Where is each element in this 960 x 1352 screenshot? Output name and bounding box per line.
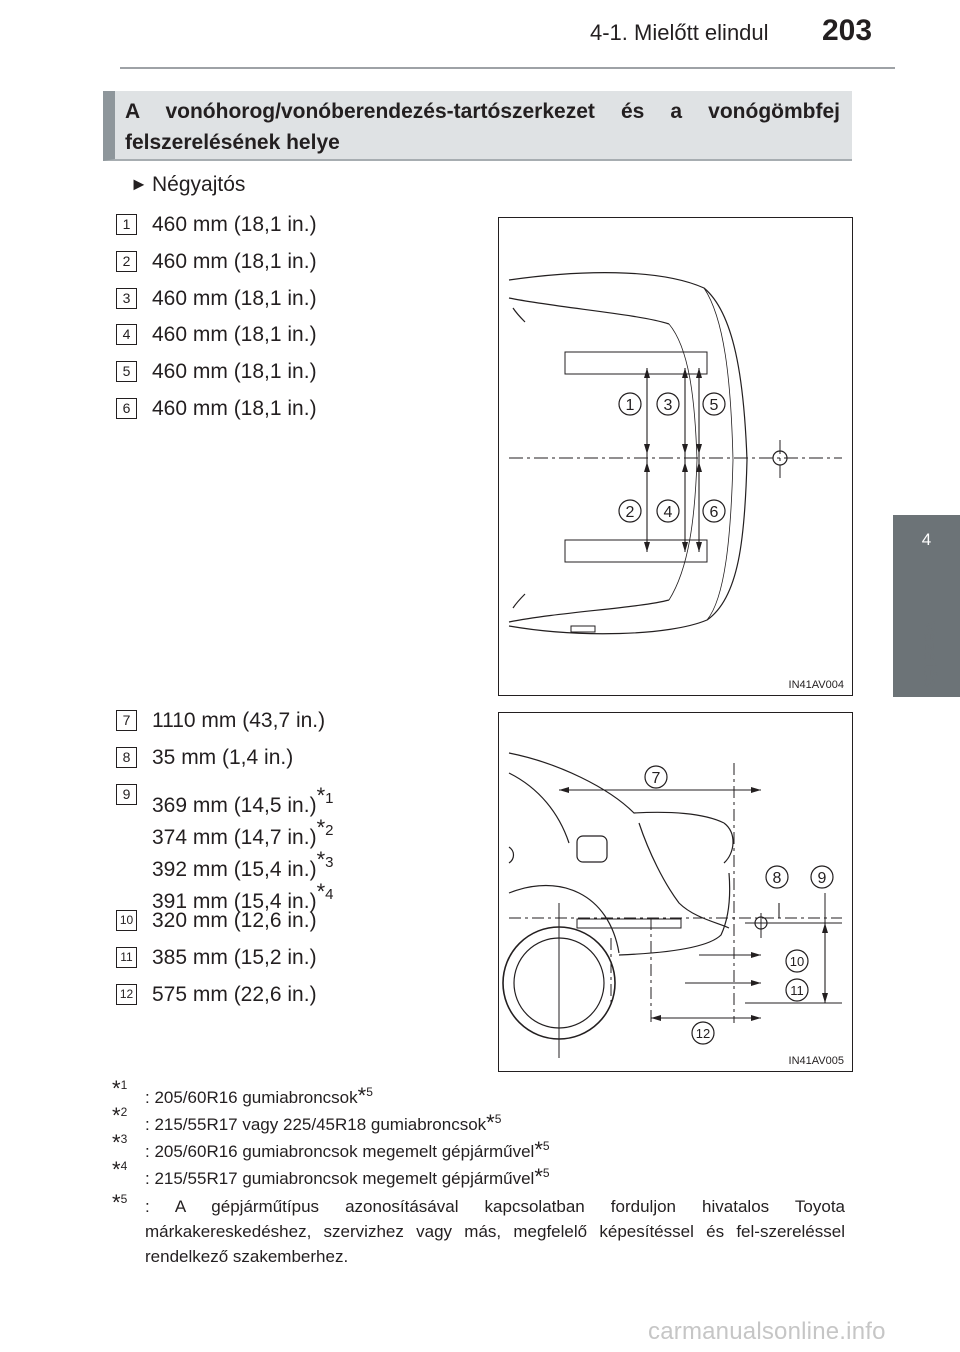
callout-label: 12 — [696, 1026, 710, 1041]
bullet-arrow-icon: ► — [130, 174, 148, 194]
list-item-number: 9 — [116, 784, 137, 805]
list-item-number: 7 — [116, 710, 137, 731]
list-item-number: 1 — [116, 214, 137, 235]
list-item-text: 35 mm (1,4 in.) — [152, 746, 294, 769]
callout-label: 3 — [664, 397, 673, 414]
footnote-text: : 215/55R17 vagy 225/45R18 gumiabroncsok… — [145, 1110, 502, 1135]
chapter-tab — [893, 515, 960, 697]
section-header: 4-1. Mielőtt elindul — [590, 20, 769, 45]
footnote-text: : A gépjárműtípus azonosításával kapcsol… — [145, 1197, 845, 1266]
callout-label: 8 — [773, 870, 782, 887]
callout-label: 10 — [790, 954, 804, 969]
page-number: 203 — [822, 14, 873, 47]
footnote-mark: *2 — [112, 1103, 128, 1128]
chapter-tab-label: Vezetés — [919, 620, 940, 688]
list-item-text: 460 mm (18,1 in.) — [152, 213, 317, 236]
section-title-box — [103, 91, 852, 161]
subheading: Négyajtós — [152, 173, 246, 196]
footnote-mark: *4 — [112, 1157, 128, 1182]
list-item-text: 320 mm (12,6 in.) — [152, 909, 317, 932]
figure-top-view: 1 3 5 2 4 6 IN41AV004 — [498, 217, 853, 696]
list-item-text: 369 mm (14,5 in.)*1 — [152, 783, 334, 817]
list-item-text: 575 mm (22,6 in.) — [152, 983, 317, 1006]
list-item-text: 391 mm (15,4 in.)*4 — [152, 879, 334, 913]
callout-label: 5 — [710, 397, 719, 414]
section-title-line1: A vonóhorog/vonóberendezés-tartószerkeze… — [125, 100, 840, 123]
section-title-line2: felszerelésének helye — [125, 131, 340, 154]
list-item-number: 6 — [116, 398, 137, 419]
list-item-number: 5 — [116, 361, 137, 382]
list-item-text: 460 mm (18,1 in.) — [152, 250, 317, 273]
callout-label: 11 — [790, 983, 804, 998]
list-item-number: 11 — [116, 947, 137, 968]
callout-label: 9 — [818, 870, 827, 887]
callout-label: 6 — [710, 504, 719, 521]
list-item-number: 4 — [116, 324, 137, 345]
callout-label: 7 — [652, 770, 661, 787]
figure-code: IN41AV004 — [788, 679, 844, 691]
callout-label: 1 — [626, 397, 635, 414]
figure-side-view: 7 8 9 10 11 12 IN41AV005 — [498, 712, 853, 1072]
list-item-text: 385 mm (15,2 in.) — [152, 946, 317, 969]
tow-hitch-top-diagram: 1 3 5 2 4 6 — [508, 272, 842, 635]
footnote-text: : 205/60R16 gumiabroncsok megemelt gépjá… — [145, 1137, 550, 1162]
callout-label: 2 — [626, 504, 635, 521]
list-item-number: 3 — [116, 288, 137, 309]
footnote-mark: *5 — [112, 1190, 128, 1215]
list-item-text: 460 mm (18,1 in.) — [152, 287, 317, 310]
header-rule — [120, 67, 895, 69]
list-item-text: 392 mm (15,4 in.)*3 — [152, 847, 334, 881]
list-item-text: 460 mm (18,1 in.) — [152, 360, 317, 383]
figure-code: IN41AV005 — [788, 1055, 844, 1067]
footnote-mark: *3 — [112, 1130, 128, 1155]
callout-label: 4 — [664, 504, 673, 521]
list-item-text: 460 mm (18,1 in.) — [152, 397, 317, 420]
watermark-text: carmanualsonline.info — [648, 1318, 886, 1345]
list-item-text: 374 mm (14,7 in.)*2 — [152, 815, 334, 849]
footnote-text: : 215/55R17 gumiabroncsok megemelt gépjá… — [145, 1164, 550, 1189]
list-item-number: 8 — [116, 747, 137, 768]
list-item-text: 1110 mm (43,7 in.) — [152, 709, 326, 732]
footnote-mark: *1 — [112, 1076, 128, 1101]
list-item-text: 460 mm (18,1 in.) — [152, 323, 317, 346]
list-item-number: 12 — [116, 984, 137, 1005]
list-item-number: 10 — [116, 910, 137, 931]
list-item-number: 2 — [116, 251, 137, 272]
tow-hitch-side-diagram: 7 8 9 10 11 12 — [502, 752, 842, 1058]
footnote-text: : 205/60R16 gumiabroncsok*5 — [145, 1083, 373, 1108]
chapter-tab-number: 4 — [921, 530, 932, 549]
